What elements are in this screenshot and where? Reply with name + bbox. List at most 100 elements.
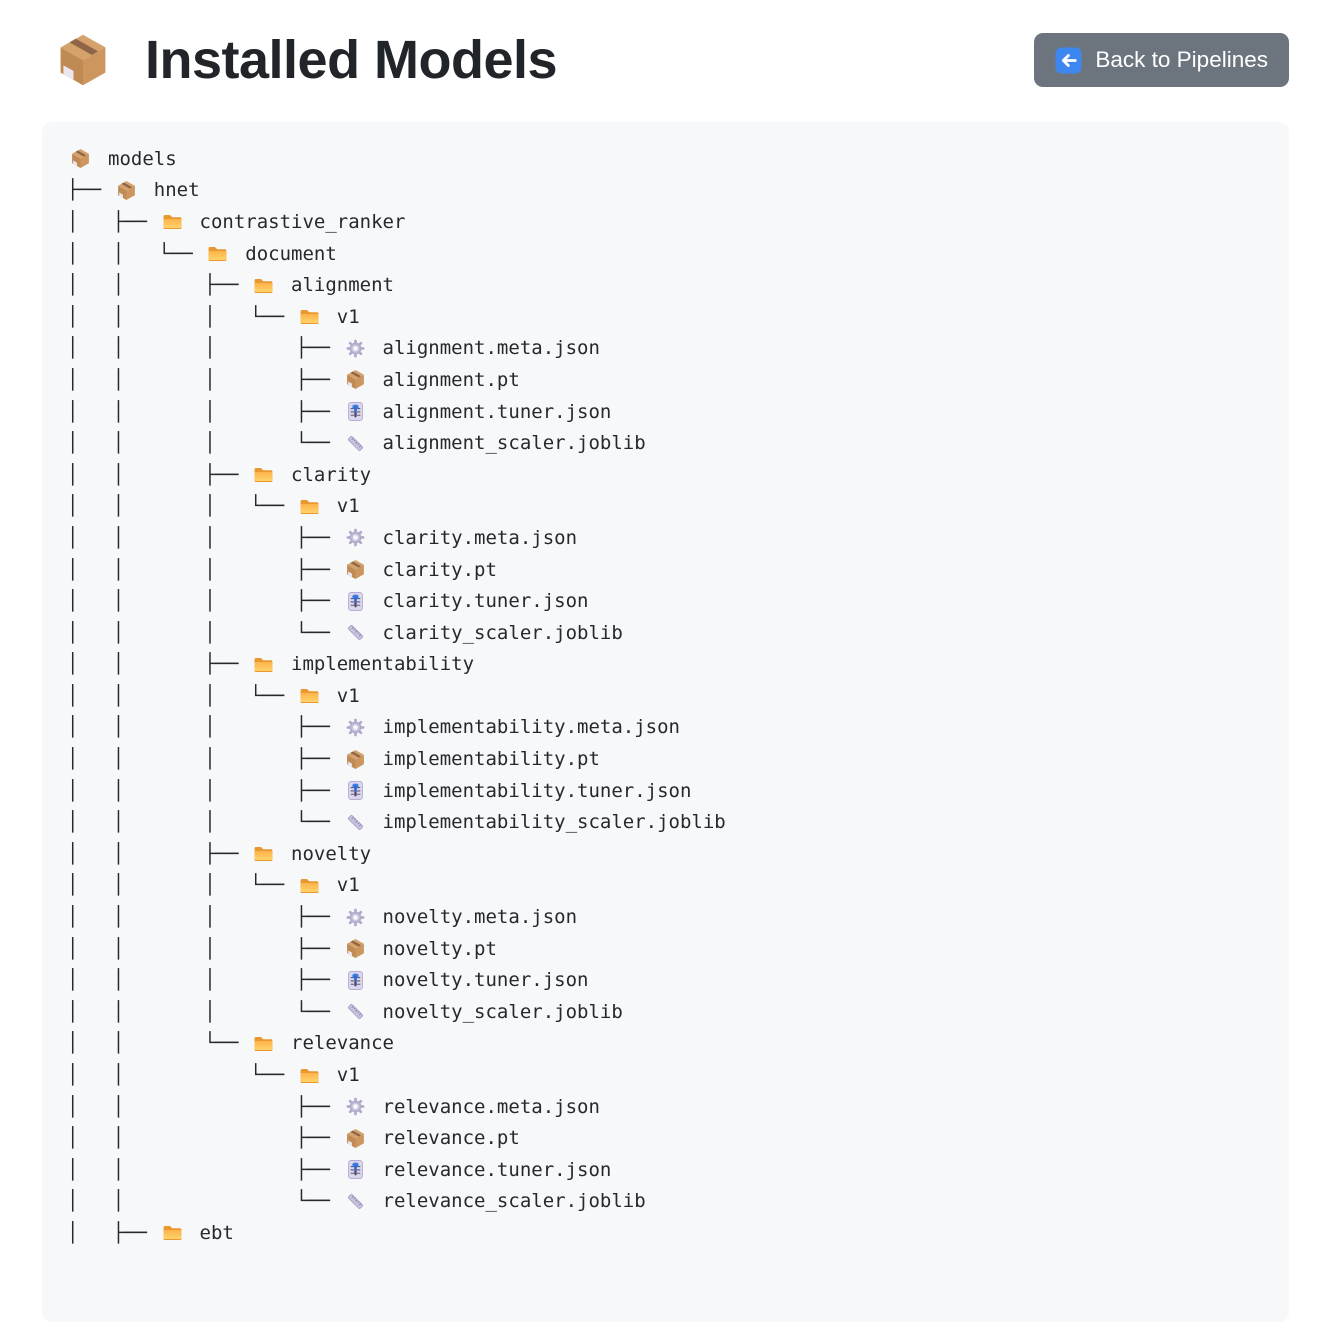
tree-branch-prefix: │ │ │ ├── [67,969,342,992]
ruler-icon [345,1191,366,1212]
package-icon [345,369,366,390]
tree-node-label: v1 [336,684,360,707]
tree-row: │ │ ├── novelty [67,838,1271,870]
tree-node-label: relevance_scaler.joblib [382,1190,646,1213]
tree-row: │ │ │ ├── clarity.pt [67,554,1271,586]
package-icon [345,749,366,770]
package-icon [345,938,366,959]
back-to-pipelines-button[interactable]: Back to Pipelines [1034,33,1289,87]
tree-node-label: novelty.tuner.json [382,969,589,992]
package-icon [55,31,111,89]
package-icon [116,180,137,201]
tree-branch-prefix: │ │ │ ├── [67,400,342,423]
tree-row: │ │ │ └── v1 [67,301,1271,333]
tree-branch-prefix: │ │ │ └── [67,811,342,834]
gear-icon [345,907,366,928]
tree-branch-prefix: │ │ │ └── [67,684,296,707]
tree-branch-prefix: │ │ ├── [67,463,251,486]
tree-row: │ │ └── v1 [67,1059,1271,1091]
tree-node-label: document [245,242,337,265]
tree-branch-prefix: │ │ │ ├── [67,716,342,739]
tree-row: │ │ │ ├── implementability.tuner.json [67,775,1271,807]
back-arrow-icon [1055,47,1082,74]
tree-row: │ │ ├── alignment [67,269,1271,301]
tree-branch-prefix: │ │ │ ├── [67,526,342,549]
folder-icon [299,496,320,517]
tree-row: │ │ │ ├── alignment.pt [67,364,1271,396]
gear-icon [345,717,366,738]
folder-icon [253,1033,274,1054]
tree-node-label: implementability.tuner.json [382,779,692,802]
tree-branch-prefix: │ │ │ └── [67,874,296,897]
tree-node-label: v1 [336,874,360,897]
tree-branch-prefix: │ │ ├── [67,274,251,297]
folder-icon [299,1065,320,1086]
tree-branch-prefix: │ │ │ └── [67,1000,342,1023]
tree-node-label: novelty.pt [382,937,497,960]
tree-row: │ │ ├── relevance.tuner.json [67,1154,1271,1186]
tree-branch-prefix: │ │ │ ├── [67,558,342,581]
gear-icon [345,338,366,359]
back-button-label: Back to Pipelines [1095,47,1268,72]
tree-node-label: v1 [336,495,360,518]
tree-node-label: clarity.meta.json [382,526,578,549]
tree-row: │ │ │ ├── novelty.meta.json [67,901,1271,933]
tree-branch-prefix: │ │ │ ├── [67,337,342,360]
tree-branch-prefix: │ │ │ └── [67,621,342,644]
tree-branch-prefix: │ │ │ ├── [67,779,342,802]
tree-branch-prefix: │ │ │ └── [67,432,342,455]
tree-row: │ │ │ ├── implementability.pt [67,743,1271,775]
folder-icon [162,211,183,232]
tree-branch-prefix: │ │ ├── [67,1158,342,1181]
folder-icon [253,843,274,864]
tree-row: models [67,143,1271,175]
installed-models-tree-panel: models ├── hnet │ ├── contrastive_ranker… [42,122,1289,1322]
tree-branch-prefix: │ │ ├── [67,653,251,676]
tree-row: │ │ │ ├── clarity.tuner.json [67,585,1271,617]
tree-branch-prefix: │ │ │ ├── [67,937,342,960]
page-title: Installed Models [145,30,558,90]
ruler-icon [345,622,366,643]
tree-node-label: alignment [291,274,394,297]
tree-row: │ │ └── document [67,238,1271,270]
tree-node-label: relevance.pt [382,1127,520,1150]
folder-icon [253,464,274,485]
tree-node-label: v1 [336,1064,360,1087]
tree-row: │ │ └── relevance_scaler.joblib [67,1186,1271,1218]
tree-node-label: models [108,147,177,170]
tree-node-label: clarity [291,463,372,486]
tree-branch-prefix: │ ├── [67,1221,159,1244]
tree-row: ├── hnet [67,175,1271,207]
tree-node-label: implementability.pt [382,748,600,771]
gear-icon [345,1096,366,1117]
tree-row: │ │ │ └── v1 [67,870,1271,902]
ruler-icon [345,433,366,454]
tree-row: │ │ ├── clarity [67,459,1271,491]
tree-row: │ │ │ ├── novelty.tuner.json [67,964,1271,996]
tree-row: │ │ │ ├── alignment.meta.json [67,333,1271,365]
tree-row: │ ├── ebt [67,1217,1271,1249]
folder-icon [299,685,320,706]
tree-node-label: relevance.tuner.json [382,1158,612,1181]
folder-icon [253,654,274,675]
tuner-slider-icon [345,591,366,612]
tree-node-label: hnet [153,179,200,202]
tree-node-label: novelty_scaler.joblib [382,1000,623,1023]
tree-node-label: implementability.meta.json [382,716,680,739]
tree-row: │ │ ├── relevance.meta.json [67,1091,1271,1123]
tree-branch-prefix: │ │ ├── [67,1127,342,1150]
tree-branch-prefix: │ │ └── [67,1190,342,1213]
tuner-slider-icon [345,970,366,991]
tree-node-label: implementability_scaler.joblib [382,811,726,834]
ruler-icon [345,1001,366,1022]
folder-icon [299,875,320,896]
tree-branch-prefix: │ ├── [67,210,159,233]
tree-branch-prefix: │ │ └── [67,1032,251,1055]
tree-row: │ │ ├── relevance.pt [67,1122,1271,1154]
tree-row: │ │ │ └── clarity_scaler.joblib [67,617,1271,649]
tree-row: │ │ │ ├── alignment.tuner.json [67,396,1271,428]
tree-row: │ │ │ └── alignment_scaler.joblib [67,427,1271,459]
folder-icon [207,243,228,264]
tree-row: │ │ │ ├── clarity.meta.json [67,522,1271,554]
tree-node-label: v1 [336,305,360,328]
